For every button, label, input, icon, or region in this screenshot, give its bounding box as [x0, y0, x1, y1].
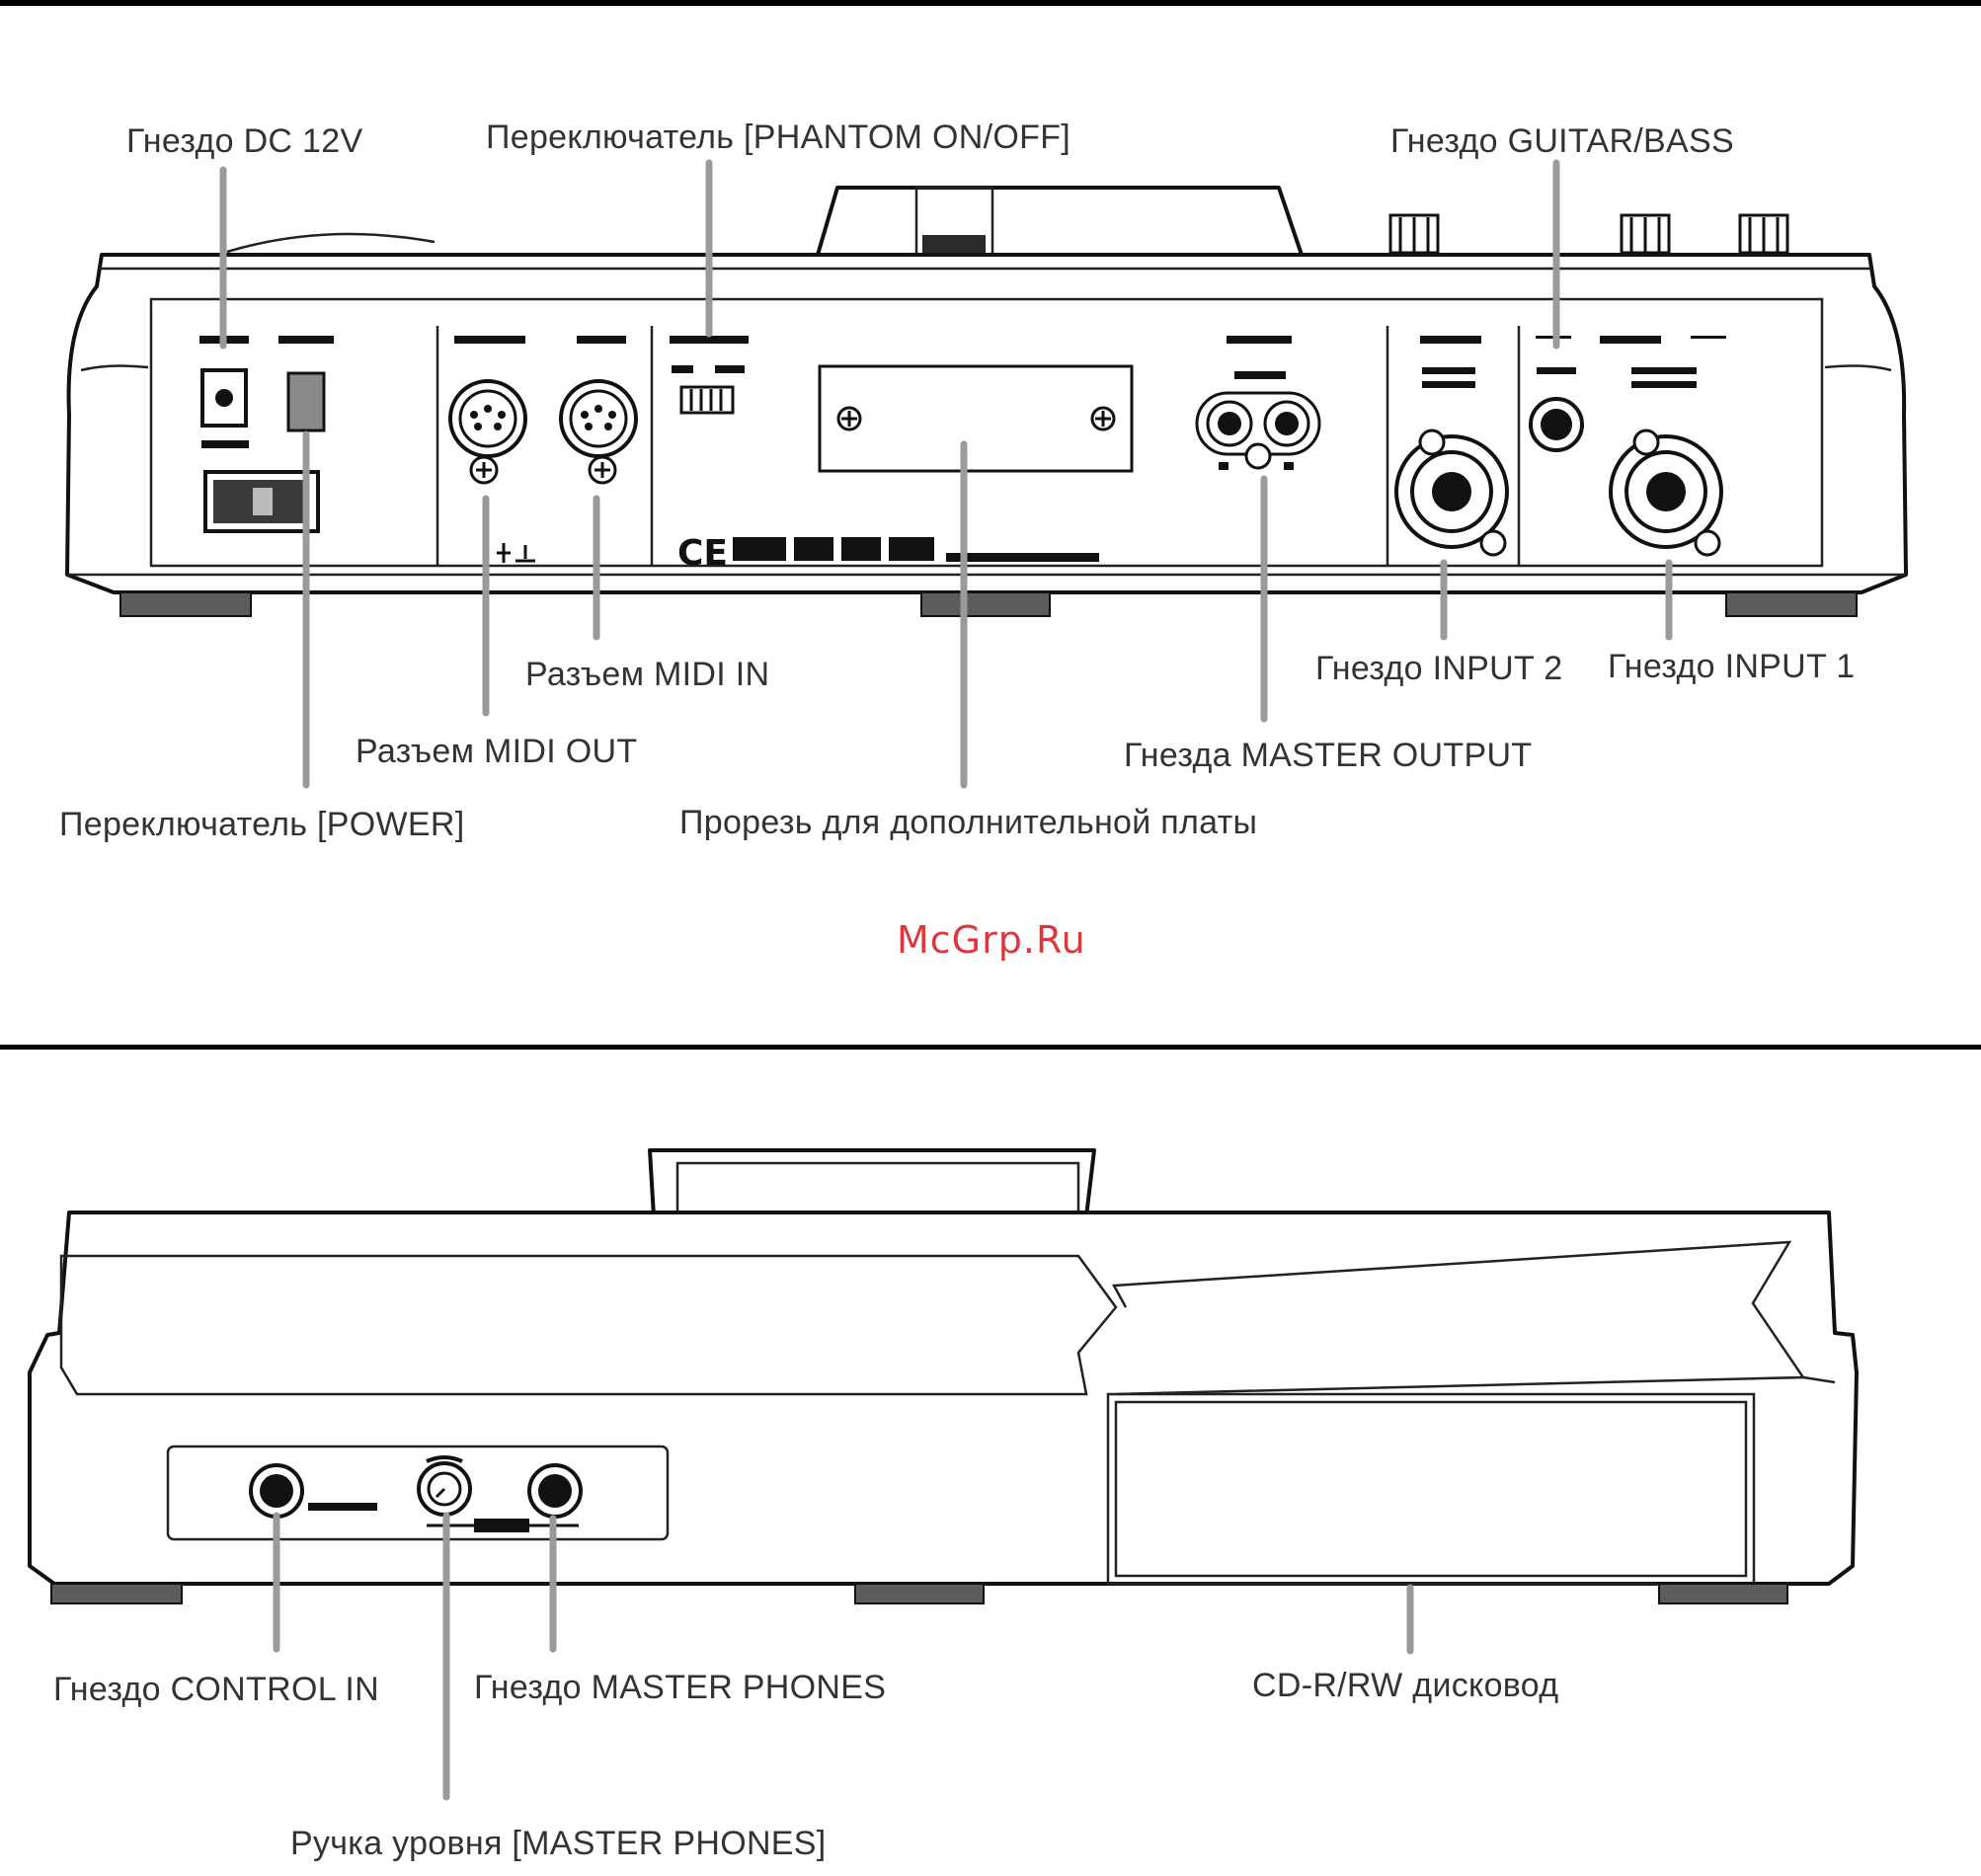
guitar-bass-jack: [1531, 399, 1582, 450]
label-guitar-bass-jack: Гнездо GUITAR/BASS: [1390, 124, 1734, 158]
label-midi-out: Разъем MIDI OUT: [356, 735, 637, 768]
label-power-switch: Переключатель [POWER]: [59, 808, 465, 841]
phantom-switch: [681, 387, 733, 413]
label-phones-level-knob: Ручка уровня [MASTER PHONES]: [290, 1827, 827, 1860]
control-in-jack-drawing: [251, 1465, 302, 1517]
expansion-slot-cover: [820, 366, 1132, 471]
label-input2-jack: Гнездо INPUT 2: [1315, 652, 1562, 685]
label-cd-drive: CD-R/RW дисковод: [1252, 1669, 1558, 1702]
knob-tops: [1390, 215, 1787, 253]
label-master-phones-jack: Гнездо MASTER PHONES: [474, 1671, 886, 1704]
master-phones-jack-drawing: [529, 1465, 581, 1517]
label-master-output: Гнезда MASTER OUTPUT: [1124, 739, 1532, 772]
label-dc12v-jack: Гнездо DC 12V: [126, 124, 362, 158]
label-input1-jack: Гнездо INPUT 1: [1608, 650, 1855, 683]
middle-divider: [0, 1045, 1981, 1050]
label-expansion-slot: Прорезь для дополнительной платы: [679, 806, 1257, 839]
watermark: McGrp.Ru: [897, 918, 1086, 962]
svg-text:CE: CE: [677, 533, 728, 574]
power-switch: [288, 373, 324, 430]
label-phantom-switch: Переключатель [PHANTOM ON/OFF]: [486, 120, 1070, 154]
top-divider: [0, 0, 1981, 6]
front-panel-drawing: [30, 1150, 1857, 1603]
label-midi-in: Разъем MIDI IN: [525, 658, 769, 691]
rear-panel-drawing: CE: [67, 188, 1906, 616]
label-control-in-jack: Гнездо CONTROL IN: [53, 1673, 379, 1706]
